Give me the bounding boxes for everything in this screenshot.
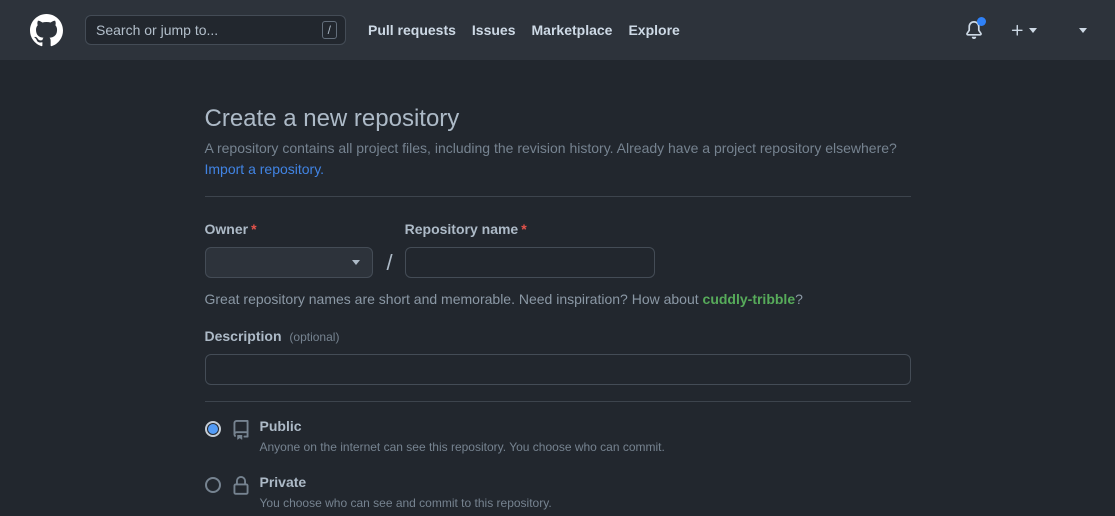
description-field: Description (optional) [204, 328, 911, 385]
owner-select[interactable] [204, 247, 373, 278]
nav-pull-requests[interactable]: Pull requests [368, 22, 456, 38]
create-new-dropdown[interactable] [1010, 23, 1037, 38]
search-input[interactable] [96, 22, 322, 38]
search-shortcut-badge: / [321, 21, 337, 39]
private-label[interactable]: Private [259, 474, 307, 490]
description-label: Description [204, 328, 282, 344]
profile-dropdown[interactable] [1079, 27, 1087, 33]
page-title: Create a new repository [204, 105, 460, 132]
owner-repo-separator: / [386, 250, 393, 275]
repository-name-input[interactable] [404, 247, 655, 278]
chevron-down-icon [351, 260, 360, 265]
plus-icon [1011, 24, 1023, 36]
visibility-options: Public Anyone on the internet can see th… [204, 418, 911, 511]
header-right-controls [965, 17, 1087, 39]
required-asterisk: * [521, 221, 527, 237]
page-subtitle: A repository contains all project files,… [204, 140, 897, 156]
repository-name-field: Repository name* [404, 221, 655, 278]
nav-marketplace[interactable]: Marketplace [531, 22, 613, 38]
section-divider [204, 196, 911, 197]
description-optional-note: (optional) [289, 330, 340, 344]
required-asterisk: * [251, 221, 257, 237]
section-divider [204, 401, 911, 402]
unread-notification-dot [977, 17, 986, 26]
app-header: / Pull requests Issues Marketplace Explo… [0, 0, 1115, 60]
public-label[interactable]: Public [259, 418, 302, 434]
visibility-option-public[interactable]: Public Anyone on the internet can see th… [204, 418, 911, 455]
repo-icon [231, 420, 251, 440]
github-logo-icon[interactable] [30, 13, 63, 47]
lock-icon [231, 476, 251, 496]
notifications-bell-icon[interactable] [965, 17, 986, 39]
header-search[interactable]: / [85, 15, 346, 45]
repository-name-hint: Great repository names are short and mem… [204, 291, 803, 307]
suggested-name-link[interactable]: cuddly-tribble [702, 291, 796, 307]
main-nav: Pull requests Issues Marketplace Explore [368, 22, 680, 38]
create-repository-form: Create a new repository A repository con… [204, 60, 911, 511]
private-description: You choose who can see and commit to thi… [259, 496, 552, 510]
public-description: Anyone on the internet can see this repo… [259, 440, 665, 454]
chevron-down-icon [1079, 27, 1087, 33]
visibility-option-private[interactable]: Private You choose who can see and commi… [204, 474, 911, 511]
repository-name-label: Repository name* [404, 221, 527, 237]
nav-explore[interactable]: Explore [628, 22, 680, 38]
chevron-down-icon [1029, 27, 1037, 33]
owner-repo-row: Owner* / Repository name* [204, 221, 911, 278]
owner-label: Owner* [204, 221, 257, 237]
import-repository-link[interactable]: Import a repository. [204, 161, 325, 177]
description-input[interactable] [204, 354, 911, 385]
public-radio[interactable] [204, 421, 221, 437]
private-radio[interactable] [204, 477, 221, 493]
nav-issues[interactable]: Issues [471, 22, 516, 38]
owner-field: Owner* [204, 221, 373, 278]
